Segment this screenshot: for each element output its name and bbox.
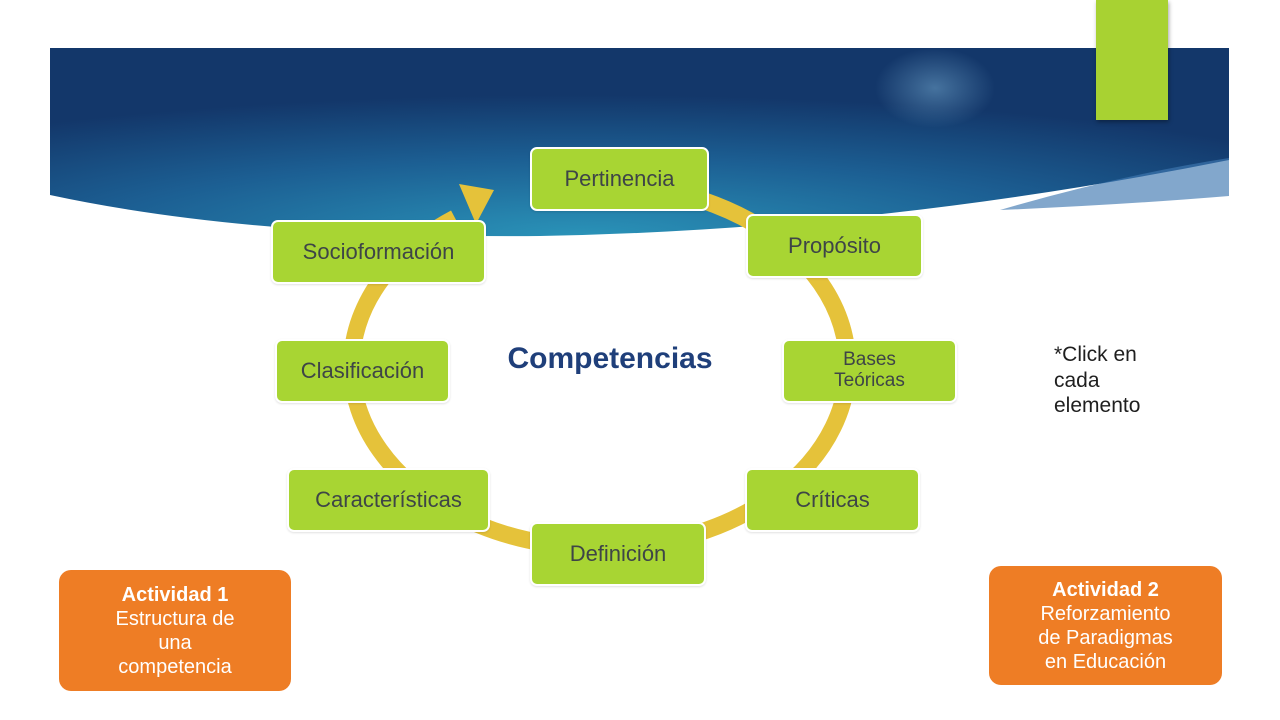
node-label: Críticas bbox=[795, 487, 870, 513]
banner-swoosh bbox=[1000, 158, 1229, 210]
note-line: cada bbox=[1054, 368, 1100, 392]
click-instruction-note: *Click en cada elemento bbox=[1054, 342, 1204, 419]
activity-title: Actividad 2 bbox=[1052, 578, 1159, 601]
activity-1-button[interactable]: Actividad 1 Estructura de una competenci… bbox=[59, 570, 291, 691]
node-label-line: Teóricas bbox=[834, 370, 905, 391]
accent-bar bbox=[1096, 0, 1168, 120]
node-clasificacion[interactable]: Clasificación bbox=[275, 339, 450, 403]
node-label: Bases Teóricas bbox=[834, 350, 905, 391]
node-label: Pertinencia bbox=[564, 166, 675, 192]
note-line: elemento bbox=[1054, 394, 1141, 418]
banner-glow bbox=[875, 48, 995, 128]
node-caracteristicas[interactable]: Características bbox=[287, 468, 490, 532]
activity-2-button[interactable]: Actividad 2 Reforzamiento de Paradigmas … bbox=[989, 566, 1222, 685]
activity-text-line: una bbox=[158, 631, 192, 654]
activity-title: Actividad 1 bbox=[121, 583, 229, 606]
activity-text-line: Estructura de bbox=[115, 607, 235, 630]
activity-text-line: competencia bbox=[118, 655, 232, 678]
node-definicion[interactable]: Definición bbox=[530, 522, 706, 586]
node-bases-teoricas[interactable]: Bases Teóricas bbox=[782, 339, 957, 403]
node-criticas[interactable]: Críticas bbox=[745, 468, 920, 532]
activity-text-line: de Paradigmas bbox=[1038, 626, 1173, 649]
activity-text-line: en Educación bbox=[1044, 650, 1167, 673]
node-label: Definición bbox=[569, 541, 667, 567]
header-banner bbox=[50, 48, 1229, 237]
node-label: Propósito bbox=[788, 233, 881, 259]
node-pertinencia[interactable]: Pertinencia bbox=[530, 147, 709, 211]
node-label: Clasificación bbox=[300, 358, 425, 384]
center-title: Competencias bbox=[507, 342, 713, 375]
node-label: Socioformación bbox=[302, 239, 455, 265]
note-line: *Click en bbox=[1054, 343, 1137, 366]
cycle-arrowhead bbox=[459, 184, 494, 224]
node-label-line: Bases bbox=[843, 349, 896, 371]
node-label: Características bbox=[315, 487, 462, 513]
node-proposito[interactable]: Propósito bbox=[746, 214, 923, 278]
node-socioformacion[interactable]: Socioformación bbox=[271, 220, 486, 284]
activity-text-line: Reforzamiento bbox=[1040, 602, 1171, 625]
